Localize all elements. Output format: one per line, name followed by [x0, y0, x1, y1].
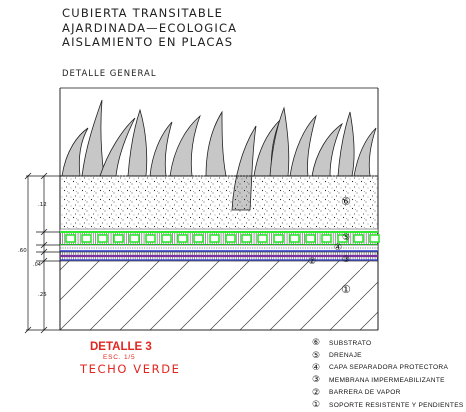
- dimension-slab: .25: [38, 292, 47, 298]
- detail-title: DETALLE 3: [90, 341, 152, 353]
- vegetation-layer: [61, 99, 377, 211]
- drainage-cell: [161, 234, 172, 243]
- legend-number: ③: [311, 375, 321, 386]
- dimension-layers: .04: [33, 262, 41, 268]
- drainage-cell: [321, 234, 332, 243]
- title-line-3: AISLAMIENTO EN PLACAS: [62, 35, 234, 49]
- legend-text: MEMBRANA IMPERMEABILIZANTE: [329, 376, 445, 384]
- legend-number: ①: [311, 400, 321, 411]
- legend-text: SUBSTRATO: [329, 339, 372, 347]
- drainage-cell: [225, 234, 236, 243]
- drainage-cell: [177, 234, 188, 243]
- legend-text: BARRERA DE VAPOR: [329, 389, 401, 397]
- drainage-cell: [193, 234, 204, 243]
- legend-item: ① SOPORTE RESISTENTE Y PENDIENTES: [309, 399, 464, 411]
- title-line-2: AJARDINADA—ECOLOGICA: [62, 20, 238, 35]
- drainage-cell: [81, 234, 92, 243]
- callout-3: ③: [342, 255, 350, 265]
- legend-text: SOPORTE RESISTENTE Y PENDIENTES: [329, 401, 464, 409]
- legend-item: ⑥ SUBSTRATO: [309, 337, 464, 349]
- drainage-cell: [209, 234, 220, 243]
- waterproof-membrane-layer: [59, 244, 379, 252]
- vapor-barrier-layer: [59, 251, 379, 261]
- legend-item: ⑤ DRENAJE: [309, 349, 464, 361]
- structural-slab-layer: [59, 260, 379, 331]
- drainage-cell: [273, 234, 284, 243]
- dimension-total: .60: [18, 248, 27, 254]
- detail-scale: ESC. 1/5: [103, 354, 136, 361]
- drainage-cell: [129, 234, 140, 243]
- legend-number: ⑥: [311, 338, 321, 349]
- legend-item: ② BARRERA DE VAPOR: [309, 387, 464, 399]
- legend-number: ⑤: [311, 350, 321, 361]
- legend-number: ④: [311, 362, 321, 373]
- callout-6: ⑥: [341, 195, 351, 208]
- dimension-substrate: .12: [38, 202, 47, 208]
- drainage-cell: [145, 234, 156, 243]
- callout-1: ①: [341, 283, 351, 296]
- legend-text: CAPA SEPARADORA PROTECTORA: [329, 364, 449, 372]
- drainage-cell: [369, 234, 380, 243]
- layer-callouts: ⑥ ⑤ ④ ③ ② ①: [308, 195, 351, 296]
- callout-4: ④: [334, 243, 342, 253]
- drainage-cell: [353, 234, 364, 243]
- drainage-cell: [113, 234, 124, 243]
- callout-5: ⑤: [342, 233, 350, 243]
- drainage-cell: [241, 234, 252, 243]
- drainage-cell: [65, 234, 76, 243]
- drainage-layer: [59, 231, 380, 246]
- drawing-title: CUBIERTA TRANSITABLE AJARDINADA—ECOLOGIC…: [62, 6, 237, 50]
- legend-text: DRENAJE: [329, 352, 362, 360]
- drainage-cell: [289, 234, 300, 243]
- layer-legend: ⑥ SUBSTRATO ⑤ DRENAJE ④ CAPA SEPARADORA PRO…: [309, 337, 464, 411]
- legend-item: ③ MEMBRANA IMPERMEABILIZANTE: [309, 374, 464, 386]
- title-line-1: CUBIERTA TRANSITABLE: [62, 6, 224, 20]
- callout-2: ②: [308, 257, 316, 267]
- drainage-cell: [97, 234, 108, 243]
- substrate-layer: [59, 175, 379, 231]
- drawing-subtitle: DETALLE GENERAL: [62, 69, 157, 79]
- drainage-cell: [257, 234, 268, 243]
- legend-item: ④ CAPA SEPARADORA PROTECTORA: [309, 362, 464, 374]
- legend-number: ②: [311, 387, 321, 398]
- detail-name: TECHO VERDE: [80, 362, 181, 376]
- drainage-cell: [337, 234, 348, 243]
- drainage-cell: [305, 234, 316, 243]
- dimension-chain: [24, 172, 60, 334]
